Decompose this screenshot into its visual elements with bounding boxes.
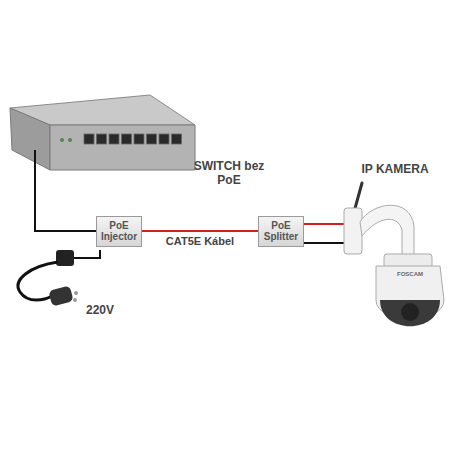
box-text: PoE Splitter [261, 220, 301, 243]
poe-box: PoE Injector [96, 216, 142, 247]
device-label: SWITCH bez PoE [193, 160, 265, 188]
cable-connector [142, 230, 258, 232]
data-wire [35, 150, 96, 231]
voltage-label: 220V [80, 304, 120, 318]
data-wire [304, 242, 350, 244]
box-text: PoE Injector [99, 220, 139, 243]
brand-label: FOSCAM [385, 271, 435, 278]
cable-label: CAT5E Kábel [164, 235, 236, 248]
power-cable [18, 250, 100, 307]
network-switch [10, 95, 195, 170]
device-label: IP KAMERA [350, 163, 440, 177]
poe-box: PoE Splitter [258, 216, 304, 247]
ip-camera [344, 183, 444, 326]
power-wire [304, 223, 350, 225]
